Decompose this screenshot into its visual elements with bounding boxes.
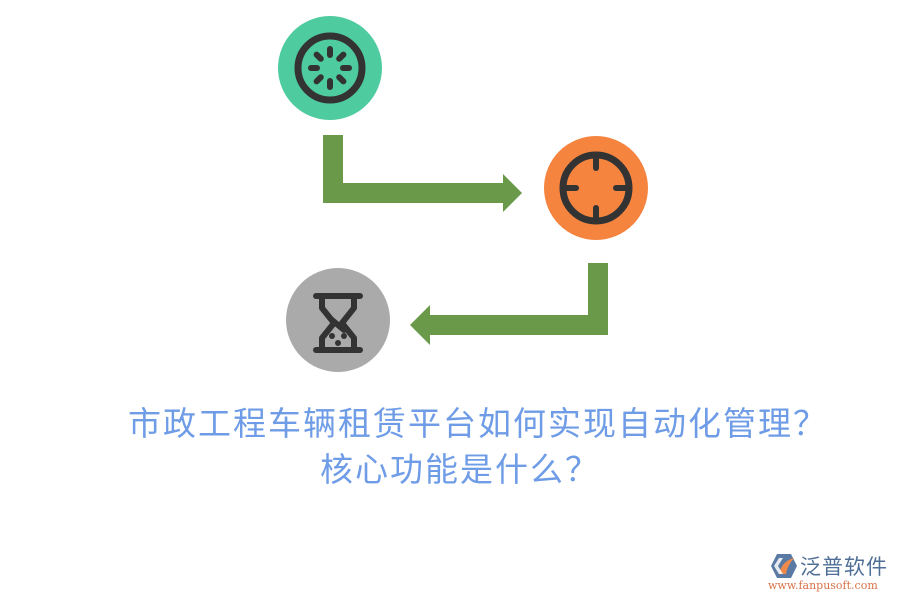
brand-logo: 泛普软件 www.fanpusoft.com: [768, 551, 896, 595]
elbow-arrow-left: [410, 263, 608, 345]
logo-name: 泛普软件: [800, 555, 888, 579]
step-2-circle: [544, 136, 648, 240]
title-line-2: 核心功能是什么？: [320, 450, 600, 489]
logo-url: www.fanpusoft.com: [768, 579, 878, 592]
step-1-circle: [278, 16, 382, 120]
hourglass-icon: [313, 293, 363, 353]
fanpu-logo-icon: [771, 554, 797, 578]
loading-spinner-icon: [294, 32, 366, 104]
crosshair-target-icon: [559, 151, 633, 225]
elbow-arrow-right: [323, 135, 522, 212]
step-3-circle: [286, 268, 390, 372]
title-line-1: 市政工程车辆租赁平台如何实现自动化管理？: [128, 404, 828, 443]
